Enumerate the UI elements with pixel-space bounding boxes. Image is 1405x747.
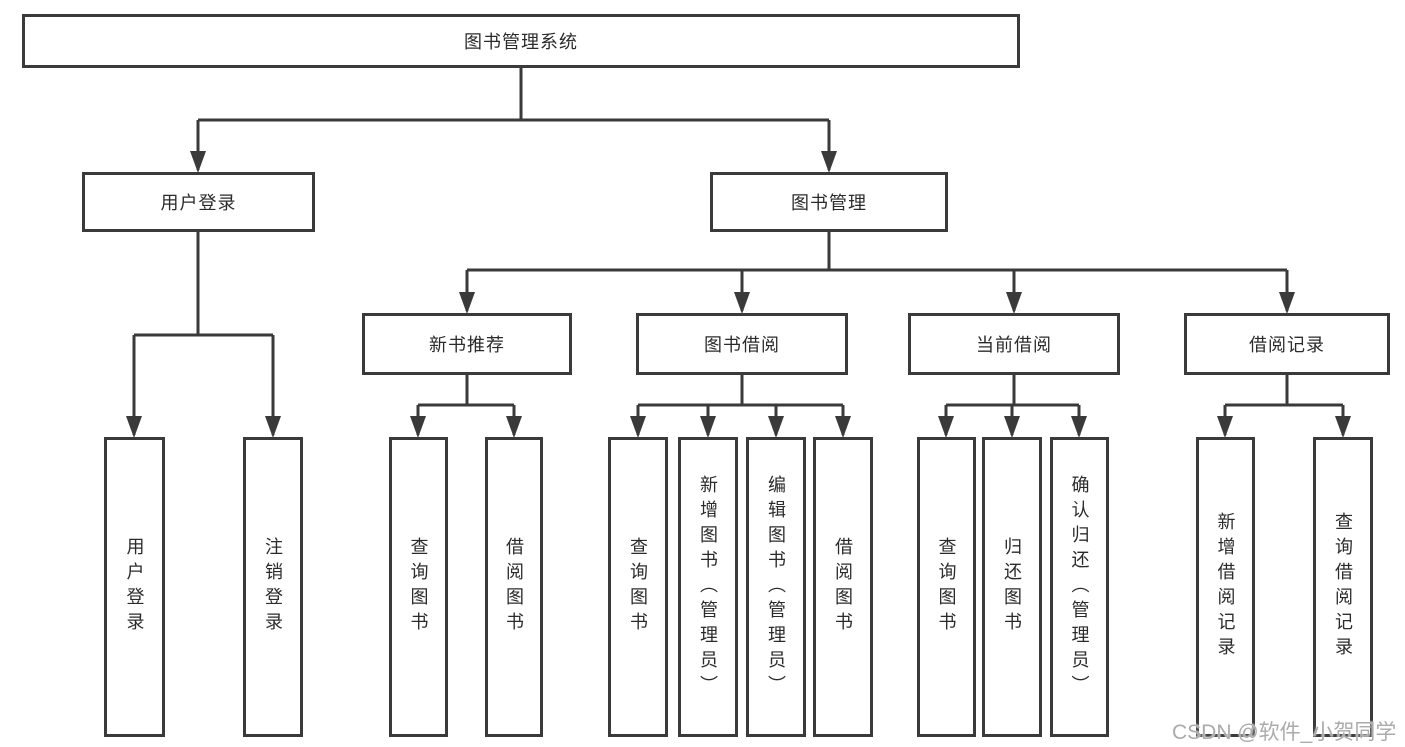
leaf-query-books-borrow: 查询图书 — [608, 437, 668, 737]
leaf-add-borrow-record: 新增借阅记录 — [1196, 437, 1255, 737]
leaf-return-books: 归还图书 — [982, 437, 1042, 737]
node-user-login-label: 用户登录 — [160, 193, 237, 213]
leaf-query-books-current: 查询图书 — [917, 437, 976, 737]
node-current-borrow: 当前借阅 — [908, 313, 1120, 375]
node-new-book-recommend: 新书推荐 — [362, 313, 572, 375]
leaf-add-books-admin-label: 新增图书（管理员） — [698, 474, 718, 700]
leaf-borrow-books-recommend: 借阅图书 — [485, 437, 543, 737]
leaf-borrow-books-recommend-label: 借阅图书 — [504, 537, 524, 637]
node-user-login: 用户登录 — [82, 172, 315, 232]
leaf-query-books-current-label: 查询图书 — [936, 537, 957, 637]
leaf-query-books-recommend: 查询图书 — [389, 437, 448, 737]
node-book-borrow-label: 图书借阅 — [704, 335, 780, 355]
node-book-management-label: 图书管理 — [791, 193, 867, 213]
leaf-borrow-books-borrow-label: 借阅图书 — [833, 537, 853, 637]
leaf-query-books-borrow-label: 查询图书 — [628, 537, 648, 637]
leaf-logout-login-label: 注销登录 — [263, 537, 283, 637]
leaf-add-books-admin: 新增图书（管理员） — [678, 437, 738, 737]
leaf-confirm-return-admin-label: 确认归还（管理员） — [1069, 474, 1090, 700]
node-book-management: 图书管理 — [710, 172, 948, 232]
node-root-label: 图书管理系统 — [464, 32, 578, 52]
leaf-edit-books-admin-label: 编辑图书（管理员） — [766, 474, 786, 700]
node-root-system: 图书管理系统 — [22, 14, 1020, 68]
node-borrow-records: 借阅记录 — [1184, 313, 1390, 375]
node-new-book-recommend-label: 新书推荐 — [429, 335, 505, 355]
node-book-borrow: 图书借阅 — [636, 313, 848, 375]
node-current-borrow-label: 当前借阅 — [976, 335, 1052, 355]
arrowhead-group — [126, 151, 1351, 438]
leaf-query-borrow-record-label: 查询借阅记录 — [1333, 512, 1353, 662]
leaf-user-login-label: 用户登录 — [124, 537, 145, 637]
node-borrow-records-label: 借阅记录 — [1249, 335, 1325, 355]
csdn-watermark: CSDN @软件_小贺同学 — [1172, 721, 1397, 744]
leaf-logout-login: 注销登录 — [243, 437, 303, 737]
leaf-confirm-return-admin: 确认归还（管理员） — [1050, 437, 1109, 737]
leaf-add-borrow-record-label: 新增借阅记录 — [1215, 512, 1236, 662]
leaf-borrow-books-borrow: 借阅图书 — [813, 437, 873, 737]
leaf-query-books-recommend-label: 查询图书 — [408, 537, 429, 637]
leaf-edit-books-admin: 编辑图书（管理员） — [746, 437, 806, 737]
leaf-query-borrow-record: 查询借阅记录 — [1313, 437, 1373, 737]
leaf-user-login: 用户登录 — [104, 437, 165, 737]
leaf-return-books-label: 归还图书 — [1002, 537, 1022, 637]
